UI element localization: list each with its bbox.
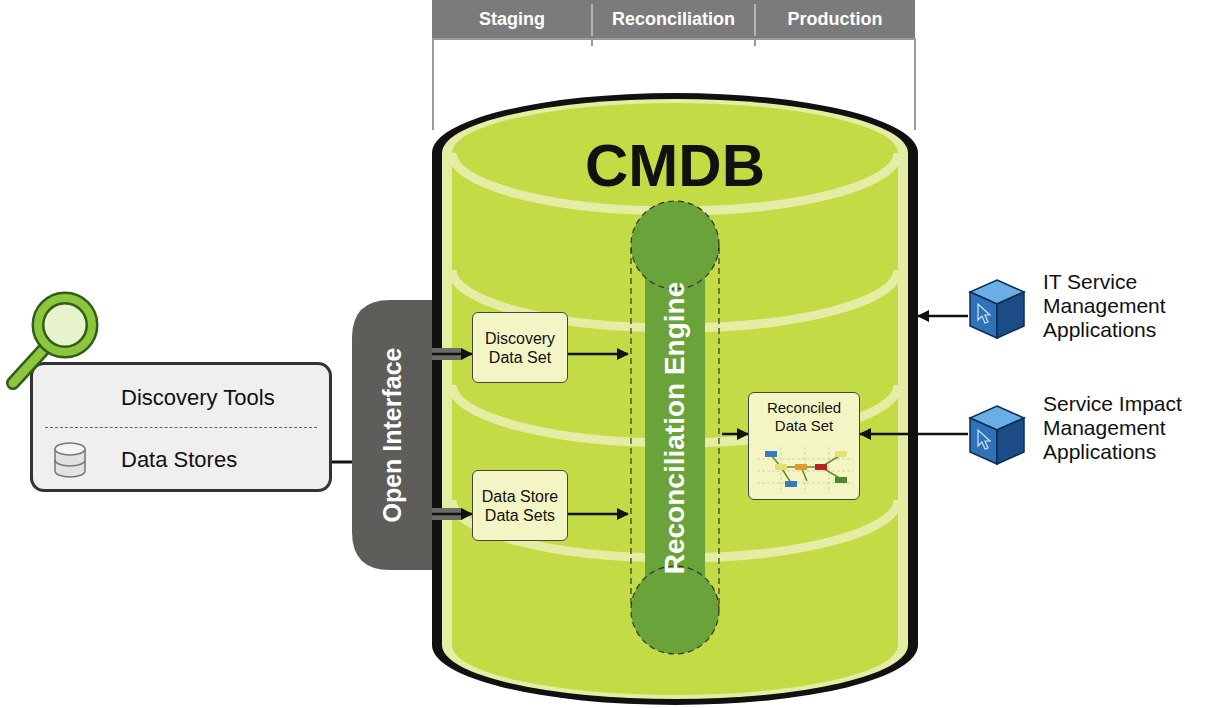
node-4: Data Store Data Sets (472, 470, 568, 541)
tab-label: Staging (432, 0, 592, 38)
connector (568, 353, 628, 356)
application-label: Service Impact Management Applications (1043, 392, 1218, 464)
box-label: Data Store Data Sets (477, 487, 563, 525)
connector (432, 353, 472, 356)
tab-label: Production (755, 0, 915, 38)
box-label: Discovery Data Set (477, 329, 563, 367)
node-6: Reconciled Data Set (748, 392, 860, 500)
application-label: IT Service Management Applications (1043, 270, 1218, 342)
tab-label: Reconciliation (592, 0, 755, 38)
box-label: Reconciled Data Set (753, 399, 855, 435)
engine-label: Reconciliation Engine (659, 281, 691, 573)
connector (568, 513, 628, 516)
connector (860, 433, 968, 436)
magnifier-icon (33, 365, 43, 375)
interface-label: Open Interface (378, 347, 407, 522)
connector (332, 461, 352, 464)
node-0: Discovery ToolsData Stores (30, 362, 332, 492)
application-cube (968, 278, 1026, 340)
connector (722, 433, 748, 436)
connector (432, 513, 472, 516)
database-icon (53, 441, 89, 481)
cylinder-title: CMDB (432, 131, 918, 200)
dashed-separator (45, 427, 317, 428)
application-cube (968, 404, 1026, 466)
node-8: Service Impact Management Applications (968, 392, 1218, 474)
source-label: Data Stores (121, 447, 237, 473)
source-label: Discovery Tools (121, 385, 275, 411)
connector (918, 315, 968, 318)
node-5: Reconciliation Engine (628, 200, 722, 655)
node-7: IT Service Management Applications (968, 270, 1218, 350)
tree-illustration (757, 447, 853, 493)
node-3: Discovery Data Set (472, 312, 568, 383)
node-2: CMDB Discovery Data SetData Store Data Se… (432, 93, 918, 705)
node-1: Open Interface (352, 300, 432, 570)
